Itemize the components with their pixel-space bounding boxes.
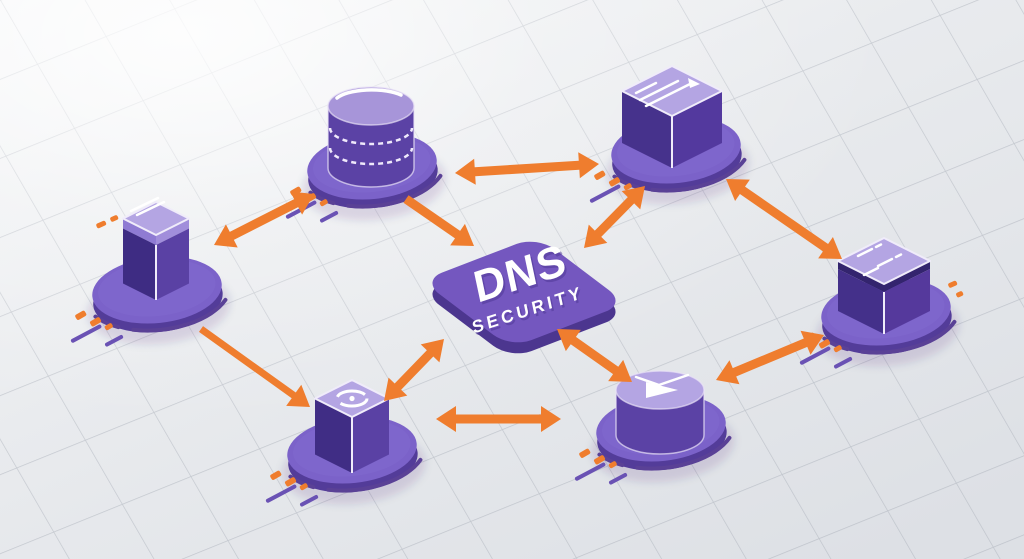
- arrow-storage-server-media-server: [716, 330, 824, 385]
- accent-dash: [956, 291, 964, 298]
- database-cylinder-icon: [327, 86, 415, 188]
- arrow-dns-security-media-server: [557, 329, 632, 382]
- node-document-server: [582, 65, 754, 213]
- accent-dash: [96, 220, 107, 229]
- arrow-document-server-storage-server: [726, 179, 842, 259]
- arrow-server-tower-sync-server: [198, 326, 310, 407]
- arrow-document-server-dns-security: [584, 186, 645, 248]
- arrow-sync-server-media-server: [436, 406, 561, 432]
- node-server-tower: [63, 196, 235, 353]
- sync-cube-icon: [314, 379, 390, 473]
- node-media-server: [567, 370, 739, 491]
- media-cylinder-icon: [615, 370, 705, 455]
- arrow-database-document-server: [455, 152, 599, 185]
- arrow-server-tower-database: [214, 191, 314, 248]
- arrow-database-dns-security: [403, 195, 474, 246]
- node-database: [278, 86, 450, 229]
- arrow-dns-security-sync-server: [384, 339, 444, 401]
- dns-security-plate: DNS SECURITY DNS SECURITY: [432, 235, 616, 354]
- server-tower-icon: [122, 196, 190, 300]
- plate-top: [432, 241, 616, 343]
- storage-cube-icon: [837, 237, 931, 334]
- accent-dash: [948, 280, 958, 288]
- node-storage-server: [792, 237, 964, 375]
- document-cube-icon: [621, 65, 723, 168]
- arrow-layer: [198, 152, 842, 432]
- node-sync-server: [258, 379, 430, 513]
- accent-dash: [110, 215, 119, 222]
